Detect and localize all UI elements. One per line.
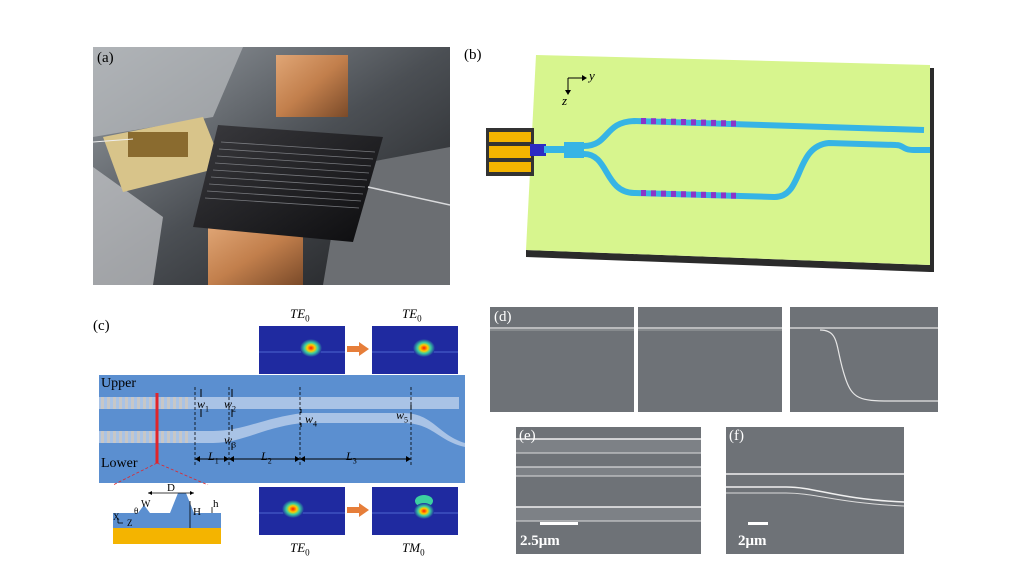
panel-label-c: (c) <box>93 318 110 334</box>
mmi-block <box>564 142 584 158</box>
mode-label-top-out: TE0 <box>402 306 422 324</box>
mode-profile-top-out <box>372 326 458 374</box>
scale-bar-f <box>748 522 768 525</box>
panel-label-f: (f) <box>729 428 744 444</box>
label-w5: w5 <box>396 408 409 425</box>
chip-surface <box>526 55 930 265</box>
panel-b-schematic: y z <box>484 50 934 280</box>
lower-arm <box>583 139 930 201</box>
copper-block-top <box>276 55 348 117</box>
axis-indicator: y z <box>561 68 595 108</box>
arrow-bottom <box>347 503 369 517</box>
sem-strip <box>490 307 938 412</box>
upper-arm <box>583 117 925 149</box>
label-L2: L2 <box>261 449 272 466</box>
panel-f-sem: (f) 2μm <box>726 427 904 554</box>
upper-waveguide <box>99 397 459 409</box>
label-w3: w3 <box>224 433 237 450</box>
grating-teeth-upper <box>101 397 188 409</box>
scale-label-e: 2.5μm <box>520 533 560 549</box>
panel-a-photo: (a) <box>93 47 450 285</box>
grating-lower <box>641 190 736 199</box>
label-lower: Lower <box>101 456 138 471</box>
sem-image-f <box>726 473 904 525</box>
panel-label-a: (a) <box>97 50 114 66</box>
mode-label-bottom-in: TE0 <box>290 540 310 558</box>
scale-bar-e <box>540 522 578 525</box>
output-fiber <box>367 186 450 206</box>
coupler-diagram <box>99 375 465 485</box>
lower-waveguide <box>99 413 465 447</box>
inset-label-x: X <box>113 512 120 522</box>
grating-upper <box>641 118 736 127</box>
panel-d-sem: (d) <box>490 307 938 412</box>
panel-label-e: (e) <box>519 428 536 444</box>
grating-teeth-lower <box>101 431 188 443</box>
scale-label-f: 2μm <box>738 533 767 549</box>
mode-profile-bottom-out <box>372 487 458 535</box>
inset-label-D: D <box>167 482 175 494</box>
panel-label-d: (d) <box>494 309 512 325</box>
inset-label-theta: θ <box>134 506 139 516</box>
cross-section-inset <box>113 491 221 544</box>
chip <box>193 125 383 242</box>
label-L3: L3 <box>346 449 357 466</box>
chip-schematic: y z <box>486 55 934 272</box>
panel-label-b: (b) <box>464 47 482 63</box>
electrode-pad <box>486 128 546 176</box>
axis-y-label: y <box>587 68 595 83</box>
inset-label-W: W <box>141 499 151 510</box>
panel-e-sem: (e) 2.5μm <box>516 427 701 554</box>
label-w1: w1 <box>197 397 210 414</box>
inset-label-z: Z <box>127 518 133 528</box>
label-w4: w4 <box>305 412 318 429</box>
label-L1: L1 <box>208 449 219 466</box>
label-w2: w2 <box>224 397 237 414</box>
photo-illustration <box>93 47 450 285</box>
inset-label-H: H <box>193 506 201 518</box>
mode-label-bottom-out: TM0 <box>402 540 425 558</box>
axis-z-label: z <box>561 93 567 108</box>
mode-profile-bottom-in <box>259 487 345 535</box>
label-upper: Upper <box>101 376 136 391</box>
arrow-top <box>347 342 369 356</box>
inset-label-h: h <box>213 498 219 510</box>
mode-label-top-in: TE0 <box>290 306 310 324</box>
sem-image-e <box>516 438 701 525</box>
mode-profile-top-in <box>259 326 345 374</box>
